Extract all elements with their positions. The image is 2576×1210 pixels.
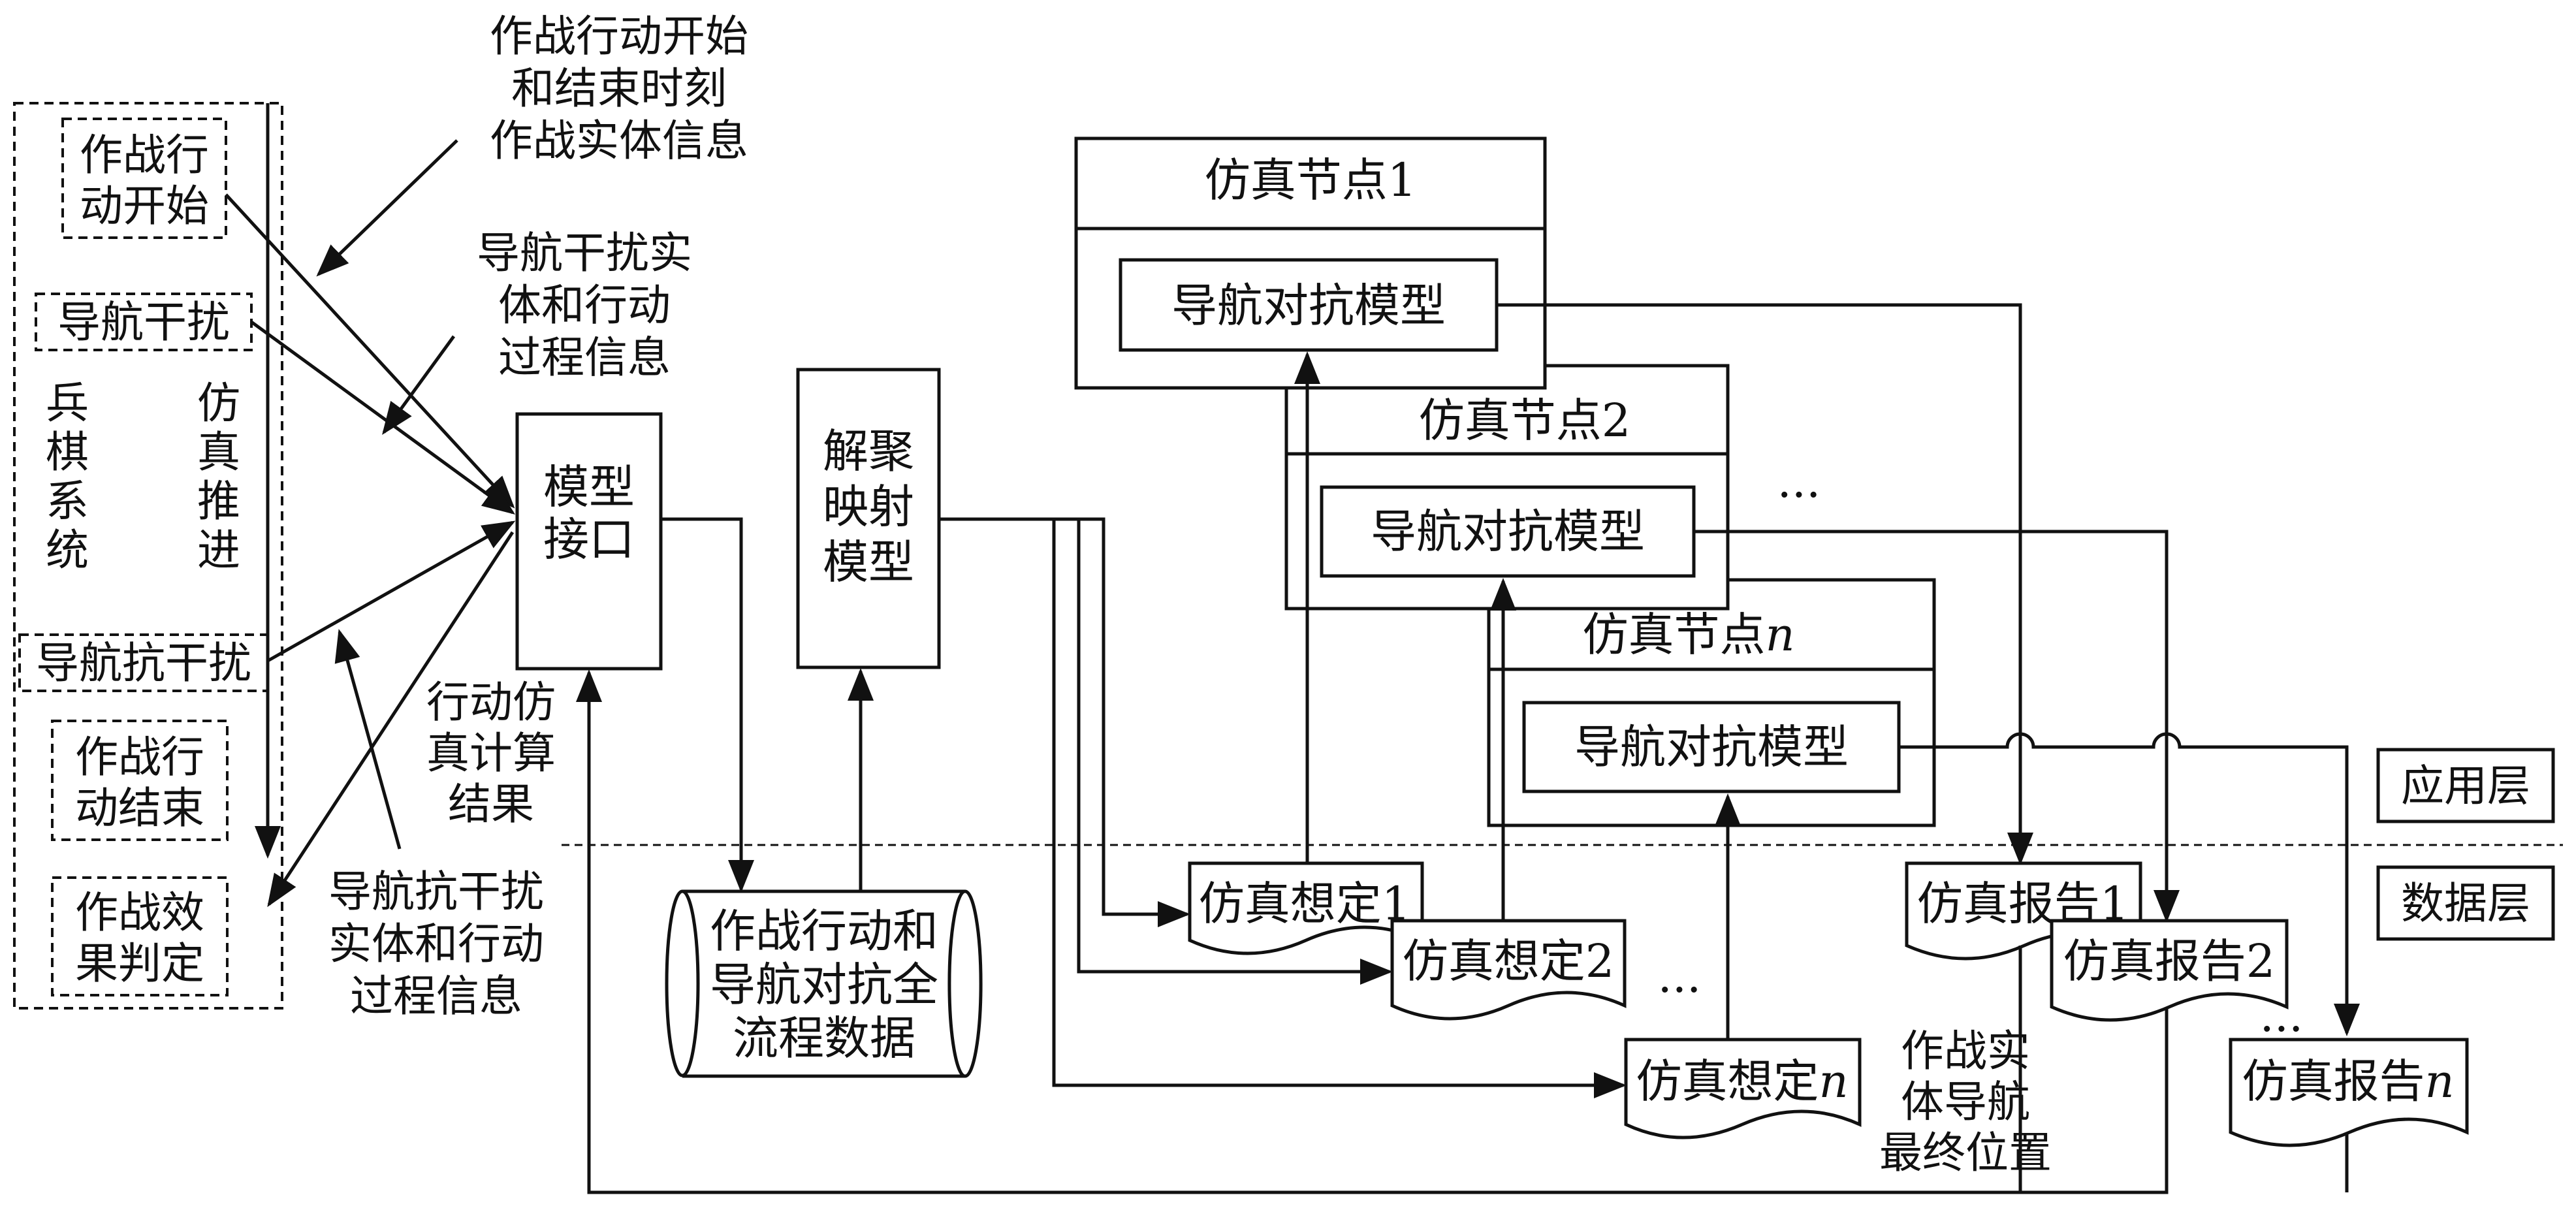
anti-interference-annotation: 导航抗干扰 实体和行动 过程信息 — [328, 867, 544, 1021]
svg-text:导航对抗全: 导航对抗全 — [710, 958, 938, 1011]
report-2: 仿真报告2 — [2050, 919, 2289, 1022]
svg-text:真: 真 — [197, 427, 240, 477]
node1-to-report1-arrow — [1497, 303, 2033, 865]
sim-node-n-model: 导航对抗模型 — [1574, 720, 1849, 774]
svg-text:行动仿: 行动仿 — [426, 677, 556, 727]
svg-text:应用层: 应用层 — [2401, 761, 2530, 811]
nav-anti-interference-box: 导航抗干扰 — [18, 633, 269, 692]
svg-text:映射: 映射 — [823, 480, 914, 533]
effect-judgment-line1: 作战效 — [75, 887, 204, 938]
svg-text:推: 推 — [197, 476, 240, 526]
nodes-ellipsis: ··· — [1777, 468, 1821, 522]
data-layer-label: 数据层 — [2376, 865, 2555, 941]
action-end-box: 作战行 动结束 — [51, 720, 229, 841]
svg-text:系: 系 — [46, 476, 89, 526]
svg-text:接口: 接口 — [543, 513, 635, 566]
nav-anti-interference-label: 导航抗干扰 — [36, 638, 251, 688]
svg-text:模型: 模型 — [823, 535, 914, 589]
svg-text:数据层: 数据层 — [2401, 878, 2530, 929]
svg-text:真计算: 真计算 — [426, 728, 556, 778]
deagg-to-scenario1-arrow — [939, 517, 1190, 927]
action-result-annotation: 行动仿 真计算 结果 — [426, 677, 556, 829]
report-n: 仿真报告n — [2229, 1038, 2469, 1147]
svg-text:流程数据: 流程数据 — [733, 1011, 915, 1065]
action-start-line2: 动开始 — [80, 181, 209, 231]
svg-text:统: 统 — [46, 525, 89, 575]
svg-text:作战行动和: 作战行动和 — [710, 904, 938, 958]
svg-text:作战实: 作战实 — [1901, 1026, 2030, 1076]
sim-node-n-title: 仿真节点n — [1582, 608, 1794, 661]
scenario-2: 仿真想定2 — [1390, 919, 1627, 1021]
reports-feedback-arrow — [576, 669, 2169, 1194]
svg-text:作战行动开始: 作战行动开始 — [490, 11, 748, 61]
sim-node-2: 仿真节点2 导航对抗模型 — [1284, 364, 1730, 611]
svg-text:和结束时刻: 和结束时刻 — [511, 63, 727, 114]
svg-text:棋: 棋 — [46, 427, 89, 477]
sim-node-2-model: 导航对抗模型 — [1371, 505, 1645, 558]
interface-to-database-arrow — [661, 517, 754, 893]
svg-text:导航干扰实: 导航干扰实 — [477, 228, 692, 278]
deagg-to-scenarion-arrow — [939, 517, 1627, 1098]
action-start-line1: 作战行 — [80, 130, 209, 180]
nav-interference-label: 导航干扰 — [57, 297, 230, 347]
svg-text:解聚: 解聚 — [823, 424, 914, 478]
top-annotation: 作战行动开始 和结束时刻 作战实体信息 — [490, 11, 748, 166]
sim-advance-label: 仿 真 推 进 — [197, 378, 240, 575]
process-database-cylinder: 作战行动和 导航对抗全 流程数据 — [665, 889, 983, 1078]
model-interface-box: 模型 接口 — [515, 412, 663, 671]
svg-text:结果: 结果 — [448, 779, 534, 829]
svg-text:实体和行动: 实体和行动 — [328, 919, 544, 969]
sim-node-1-title: 仿真节点1 — [1205, 153, 1417, 207]
svg-text:最终位置: 最终位置 — [1879, 1128, 2052, 1178]
action-end-line2: 动结束 — [75, 783, 204, 833]
noden-to-reportn-arrow — [1899, 732, 2360, 1036]
report-n-label: 仿真报告n — [2242, 1055, 2454, 1108]
action-start-box: 作战行 动开始 — [61, 118, 227, 239]
scenario-n-label: 仿真想定n — [1636, 1055, 1848, 1108]
wargame-system-label: 兵 棋 系 统 — [46, 378, 89, 575]
top-annotation-arrow — [316, 139, 458, 277]
interface-to-effect-judgment-arrow — [267, 531, 515, 908]
nav-interference-to-interface-arrow — [250, 320, 516, 515]
svg-text:体导航: 体导航 — [1901, 1077, 2030, 1127]
node2-to-report2-arrow — [1694, 530, 2180, 923]
anti-interference-annotation-arrow — [334, 629, 402, 850]
svg-text:过程信息: 过程信息 — [498, 332, 671, 383]
scenario-1-label: 仿真想定1 — [1199, 877, 1411, 931]
scenario-1: 仿真想定1 — [1188, 861, 1424, 955]
scenarios-ellipsis: ··· — [1658, 963, 1702, 1017]
svg-text:模型: 模型 — [543, 460, 635, 514]
svg-text:仿: 仿 — [197, 378, 240, 428]
action-start-to-interface-arrow — [225, 193, 515, 509]
wargame-panel: 作战行 动开始 导航干扰 兵 棋 系 统 仿 真 推 进 导航抗干扰 作战行 动… — [13, 102, 283, 1010]
application-layer-label: 应用层 — [2376, 748, 2555, 823]
sim-node-n: 仿真节点n 导航对抗模型 — [1487, 578, 1936, 827]
scenario-n: 仿真想定n — [1624, 1038, 1862, 1139]
svg-text:作战实体信息: 作战实体信息 — [490, 116, 748, 166]
deaggregation-model-box: 解聚 映射 模型 — [796, 368, 941, 669]
effect-judgment-line2: 果判定 — [75, 938, 204, 989]
svg-text:体和行动: 体和行动 — [498, 280, 671, 330]
svg-text:导航抗干扰: 导航抗干扰 — [328, 867, 544, 917]
nav-interference-annotation: 导航干扰实 体和行动 过程信息 — [477, 228, 692, 383]
action-end-line1: 作战行 — [75, 732, 204, 782]
sim-node-1-model: 导航对抗模型 — [1171, 279, 1446, 332]
scenario-2-label: 仿真想定2 — [1403, 934, 1615, 988]
final-position-annotation: 作战实 体导航 最终位置 — [1879, 1026, 2052, 1178]
sim-node-1: 仿真节点1 导航对抗模型 — [1074, 136, 1547, 390]
report-2-label: 仿真报告2 — [2063, 934, 2276, 988]
effect-judgment-box: 作战效 果判定 — [51, 876, 229, 996]
svg-text:过程信息: 过程信息 — [350, 971, 522, 1021]
svg-text:兵: 兵 — [46, 378, 89, 428]
svg-text:进: 进 — [197, 525, 240, 575]
nav-interference-annotation-arrow — [382, 335, 456, 436]
anti-interference-to-interface-arrow — [266, 520, 516, 663]
sim-node-2-title: 仿真节点2 — [1419, 394, 1631, 447]
nav-interference-box: 导航干扰 — [35, 293, 253, 351]
